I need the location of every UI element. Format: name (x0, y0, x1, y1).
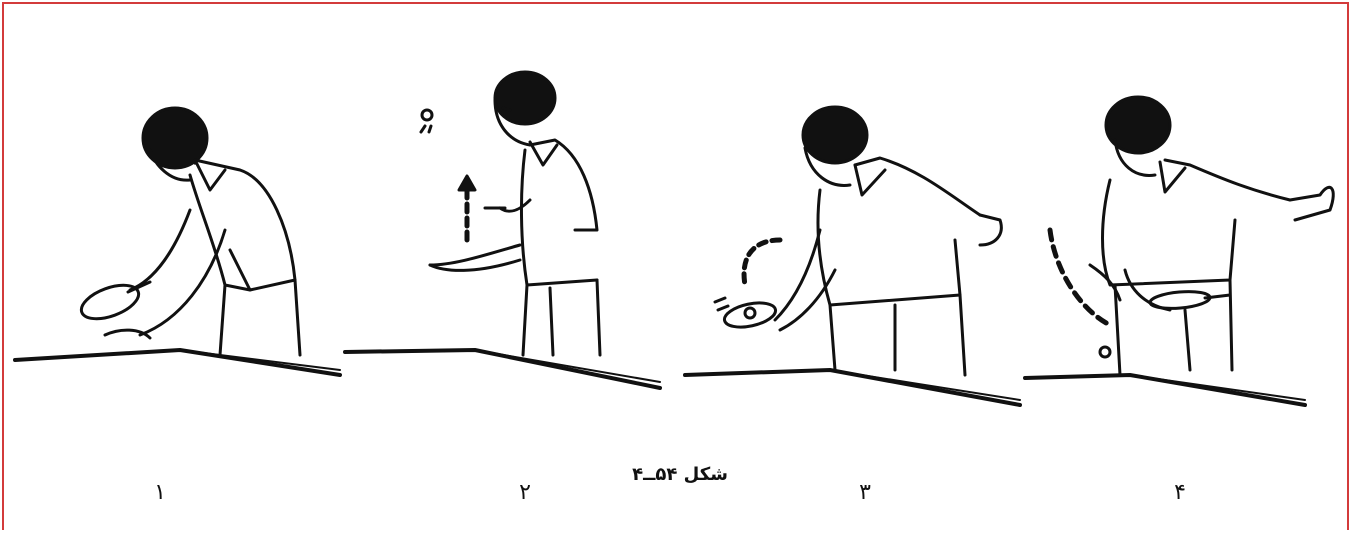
illustration-panel-1: ۱ (10, 70, 340, 400)
illustration-panel-3: ۳ (680, 70, 1020, 400)
figure-caption: شکل ۵۴ــ۴ (540, 464, 820, 485)
player-tossing-ball-drawing (345, 70, 665, 400)
player-bend-over-table-drawing (10, 70, 340, 400)
illustration-panel-2: ۲ (345, 70, 665, 400)
illustration-panel-4: ۴ (1020, 70, 1340, 400)
panel-number-3: ۳ (845, 480, 885, 505)
panel-number-1: ۱ (140, 480, 180, 505)
panel-number-4: ۴ (1160, 480, 1200, 505)
player-swinging-paddle-drawing (680, 70, 1020, 400)
player-serving-strike-drawing (1020, 70, 1340, 400)
panel-number-2: ۲ (505, 480, 545, 505)
